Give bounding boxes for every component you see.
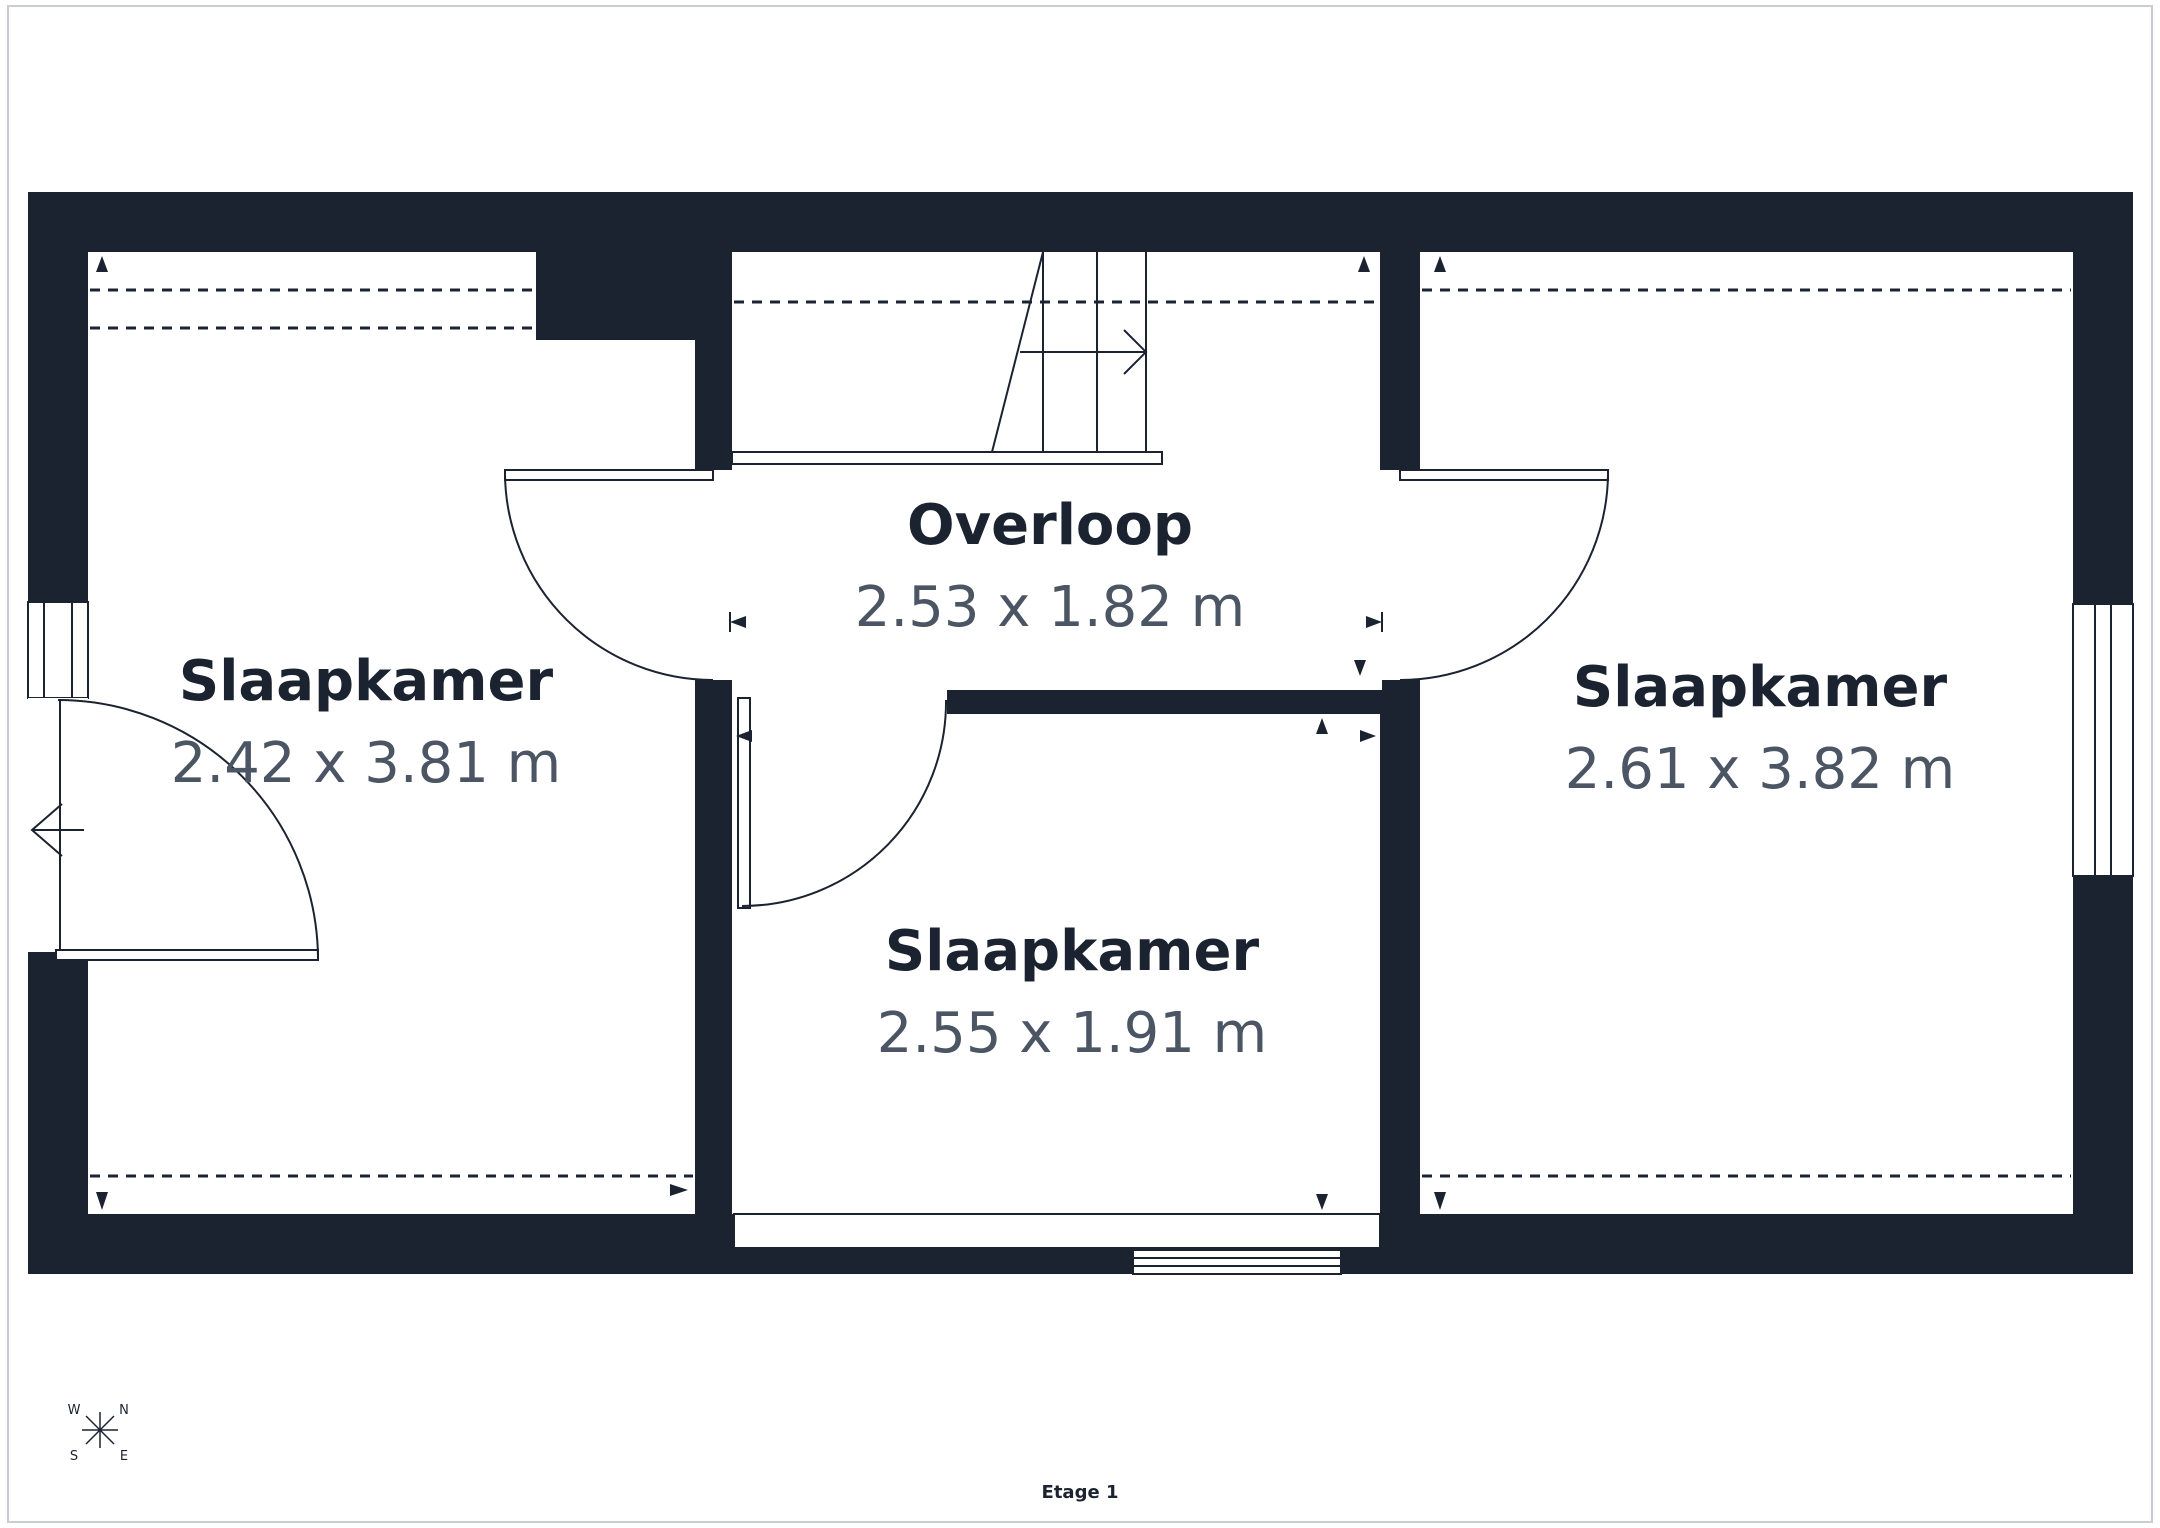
- room-name-right: Slaapkamer: [1573, 655, 1948, 720]
- room-dimensions-right: 2.61 x 3.82 m: [1565, 737, 1955, 802]
- compass-n: N: [119, 1403, 129, 1418]
- bottom-room-sill: [733, 1213, 1381, 1249]
- ceiling-lines: [90, 288, 2071, 1178]
- room-name-overloop: Overloop: [907, 493, 1193, 558]
- compass-s: S: [70, 1449, 78, 1464]
- compass-w: W: [68, 1403, 81, 1418]
- door-left-room: [55, 699, 319, 961]
- door-overloop-right: [1399, 469, 1609, 681]
- window-bottom: [1132, 1249, 1342, 1275]
- staircase: [731, 251, 1163, 465]
- door-overloop-left: [504, 469, 714, 681]
- room-dimensions-left: 2.42 x 3.81 m: [171, 731, 561, 796]
- floor-label: Etage 1: [1042, 1482, 1119, 1503]
- door-bottom-room: [737, 697, 948, 909]
- opening-right: [1380, 470, 1422, 680]
- room-dimensions-bottom: 2.55 x 1.91 m: [877, 1001, 1267, 1066]
- room-name-left: Slaapkamer: [179, 649, 554, 714]
- compass-e: E: [120, 1449, 128, 1464]
- opening-left: [695, 470, 735, 680]
- dimension-markers: [96, 256, 1446, 1210]
- room-dimensions-overloop: 2.53 x 1.82 m: [855, 575, 1245, 640]
- window-left: [27, 601, 89, 699]
- overloop-floor: [732, 470, 1382, 690]
- page-border: [7, 5, 2153, 1523]
- room-name-bottom: Slaapkamer: [885, 919, 1260, 984]
- window-right: [2072, 603, 2134, 877]
- compass-icon: [82, 1412, 118, 1448]
